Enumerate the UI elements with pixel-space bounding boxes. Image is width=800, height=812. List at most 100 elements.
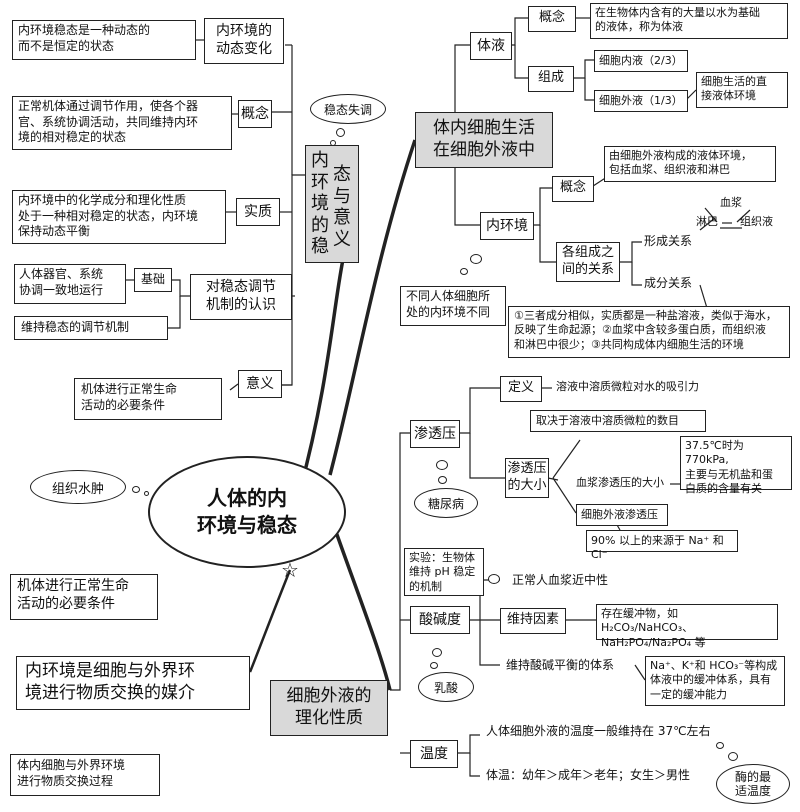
thought-dot <box>716 742 724 749</box>
node-label: 渗透压 <box>414 426 456 442</box>
node-label: 间的关系 <box>561 261 614 277</box>
ecf-properties-branch[interactable]: 细胞外液的 理化性质 <box>270 680 388 736</box>
note-line: 由细胞外液构成的液体环境， <box>609 149 752 162</box>
cloud-label: 乳酸 <box>433 680 458 695</box>
node-label: 定义 <box>507 380 534 395</box>
node-label: 概念 <box>241 106 269 122</box>
note-line: 人体器官、系统 <box>19 267 104 281</box>
note-line: 反映了生命起源；②血浆中含较多蛋白质，而组织液 <box>514 323 766 337</box>
composition-node[interactable]: 组成 <box>528 66 574 92</box>
near-neutral-label: 正常人血浆近中性 <box>512 573 609 587</box>
essence-node[interactable]: 实质 <box>236 198 280 226</box>
basis-note: 人体器官、系统 协调一致地运行 <box>14 264 126 304</box>
lymph-label: 淋巴 <box>696 215 718 228</box>
note-line: Na⁺、K⁺和 HCO₃⁻等构成 <box>650 659 778 672</box>
node-label: 对稳态调节 <box>206 279 276 295</box>
body-fluid-concept-node[interactable]: 概念 <box>528 6 576 32</box>
definition-node[interactable]: 定义 <box>500 376 542 402</box>
components-relation-node[interactable]: 各组成之 间的关系 <box>556 242 620 282</box>
note-line: 境的相对稳定的状态 <box>18 130 127 145</box>
thought-dot <box>436 460 448 470</box>
cells-in-ecf-branch[interactable]: 体内细胞生活 在细胞外液中 <box>415 112 553 168</box>
node-label: 实质 <box>244 204 272 220</box>
central-title: 人体的内 <box>207 486 287 510</box>
body-fluid-concept-note: 在生物体内含有的大量以水为基础 的液体，称为体液 <box>590 3 788 39</box>
thought-cloud-enzyme-temperature: 酶的最 适温度 <box>716 764 790 804</box>
osmotic-pressure-node[interactable]: 渗透压 <box>410 420 460 448</box>
note-line: NaH₂PO₄/Na₂PO₄ 等 <box>601 635 706 649</box>
internal-env-concept-node[interactable]: 概念 <box>552 176 594 202</box>
maintenance-factors-node[interactable]: 维持因素 <box>500 608 566 634</box>
intracellular-fluid: 细胞内液（2/3） <box>594 50 688 72</box>
relation-note: ①三者成分相似，实质都是一种盐溶液，类似于海水， 反映了生命起源；②血浆中含较多… <box>508 306 790 358</box>
node-label: 内环境是细胞与外界环 <box>25 661 195 681</box>
note-line: 和淋巴中很少；③共同构成体内细胞生活的环境 <box>514 337 744 351</box>
note-line: 的液体，称为体液 <box>595 20 683 34</box>
acid-base-system-label: 维持酸碱平衡的体系 <box>506 658 615 672</box>
node-label: 境进行物质交换的媒介 <box>25 683 195 704</box>
node-label: 各组成之 <box>561 245 614 260</box>
node-label: 组成 <box>537 70 564 85</box>
significance-node[interactable]: 意义 <box>238 370 282 398</box>
understanding-node[interactable]: 对稳态调节 机制的认识 <box>190 274 292 320</box>
note-line: 正常机体通过调节作用，使各个器 <box>18 99 199 113</box>
dynamic-change-node[interactable]: 内环境的 动态变化 <box>204 18 284 64</box>
note-line: 细胞生活的直 <box>701 75 767 88</box>
thought-dot <box>430 662 438 669</box>
central-title: 环境与稳态 <box>197 513 297 537</box>
plasma-osmotic-note: 37.5℃时为 770kPa, 主要与无机盐和蛋 白质的含量有关 <box>680 436 792 495</box>
ph-node[interactable]: 酸碱度 <box>410 606 470 634</box>
different-env-note: 不同人体细胞所 处的内环境不同 <box>400 286 506 326</box>
note-line: 接液体环境 <box>701 89 756 103</box>
temperature-general-label: 人体细胞外液的温度一般维持在 37℃左右 <box>486 724 711 738</box>
node-label: 体液 <box>477 38 505 54</box>
note-line: 取决于溶液中溶质微粒的数目 <box>536 414 679 427</box>
branch-label: 态与意义 <box>333 164 351 250</box>
note-line: 保持动态平衡 <box>18 224 91 239</box>
temperature-node[interactable]: 温度 <box>410 740 458 768</box>
osmotic-size-node[interactable]: 渗透压 的大小 <box>505 458 549 498</box>
exchange-medium-node[interactable]: 内环境是细胞与外界环 境进行物质交换的媒介 <box>16 656 250 710</box>
note-line: 的机制 <box>409 579 442 593</box>
node-label: 内环境的 <box>216 23 272 39</box>
node-label: 酸碱度 <box>419 612 461 628</box>
tissue-fluid-label: 组织液 <box>740 215 773 228</box>
node-label: 细胞外液渗透压 <box>581 508 658 521</box>
plasma-osmotic-label: 血浆渗透压的大小 <box>576 476 664 489</box>
branch-label: 细胞外液的 <box>286 686 372 706</box>
composition-relation-label: 成分关系 <box>644 276 693 290</box>
node-label: 渗透压 <box>507 461 547 476</box>
note-line: 活动的必要条件 <box>81 397 166 412</box>
cloud-label: 糖尿病 <box>427 496 464 511</box>
cloud-label: 稳态失调 <box>323 102 372 117</box>
stability-branch[interactable]: 内环境的稳 态与意义 <box>305 145 359 263</box>
mechanism-note: 维持稳态的调节机制 <box>14 316 168 340</box>
note-line: 处的内环境不同 <box>406 304 491 319</box>
exchange-process-note: 体内细胞与外界环境 进行物质交换过程 <box>10 754 160 796</box>
extracellular-note: 细胞生活的直 接液体环境 <box>696 72 788 108</box>
internal-env-node[interactable]: 内环境 <box>480 212 534 240</box>
note-line: ①三者成分相似，实质都是一种盐溶液，类似于海水， <box>514 309 777 322</box>
central-topic[interactable]: 人体的内 环境与稳态 <box>148 456 346 568</box>
cloud-label: 酶的最 <box>734 769 771 784</box>
thought-cloud-lactic-acid: 乳酸 <box>418 672 474 702</box>
note-line: 存在缓冲物，如 H₂CO₃/NaHCO₃、 <box>601 607 694 635</box>
note-line: 而不是恒定的状态 <box>18 38 115 53</box>
body-temperature-label: 体温：幼年＞成年＞老年；女生＞男性 <box>486 768 691 782</box>
note-line: 37.5℃时为 770kPa, <box>685 439 744 467</box>
basis-node[interactable]: 基础 <box>134 268 172 292</box>
body-fluid-node[interactable]: 体液 <box>470 32 512 60</box>
note-line: 体内细胞与外界环境 <box>17 758 126 772</box>
node-label: 内环境 <box>486 218 528 234</box>
ecf-osmotic-node: 细胞外液渗透压 <box>576 504 668 526</box>
branch-label: 体内细胞生活 <box>433 118 535 138</box>
thought-cloud-edema: 组织水肿 <box>30 470 126 504</box>
cloud-label: 适温度 <box>734 784 771 798</box>
concept-node[interactable]: 概念 <box>238 100 272 128</box>
note-line: 维持 pH 稳定 <box>409 565 476 579</box>
note-line: 进行物质交换过程 <box>17 773 114 788</box>
buffer-system-note: Na⁺、K⁺和 HCO₃⁻等构成 体液中的缓冲体系，具有 一定的缓冲能力 <box>645 656 785 706</box>
thought-dot <box>728 752 738 761</box>
note-line: 机体进行正常生命 <box>81 382 178 396</box>
